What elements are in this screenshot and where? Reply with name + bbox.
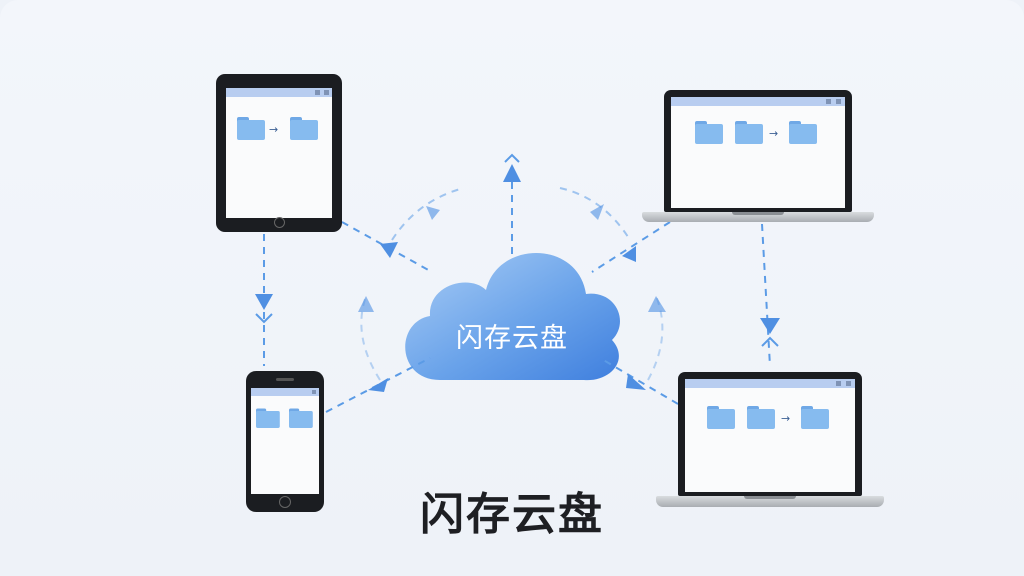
window-titlebar bbox=[226, 88, 332, 97]
arrowhead-icon bbox=[503, 164, 521, 182]
window-titlebar bbox=[685, 379, 855, 388]
sync-arc-upper-right bbox=[559, 187, 631, 241]
cloud-label: 闪存云盘 bbox=[456, 323, 568, 354]
chevron-icon bbox=[761, 336, 779, 347]
arrowhead-icon bbox=[358, 296, 374, 312]
folder-icon bbox=[256, 408, 280, 428]
cloud-icon bbox=[405, 252, 620, 381]
chevron-up-icon bbox=[504, 153, 520, 163]
tablet-device: → bbox=[216, 74, 342, 232]
arrowhead-icon bbox=[760, 318, 780, 334]
folder-icon bbox=[695, 121, 723, 144]
smartphone-device bbox=[246, 371, 324, 512]
window-control-icon bbox=[312, 390, 316, 394]
arrowhead-icon bbox=[380, 242, 398, 258]
home-button bbox=[274, 217, 285, 228]
folder-icon bbox=[789, 121, 817, 144]
arrowhead-icon bbox=[648, 296, 666, 312]
folder-icon bbox=[237, 117, 265, 140]
window-control-icon bbox=[836, 99, 841, 104]
arrowhead-icon bbox=[426, 206, 440, 220]
right-arrow-icon: → bbox=[781, 412, 791, 425]
right-arrow-icon: → bbox=[269, 123, 279, 136]
laptop-device-top: → bbox=[642, 90, 874, 224]
window-control-icon bbox=[324, 90, 329, 95]
window-control-icon bbox=[826, 99, 831, 104]
sync-path-laptop-top-bottom bbox=[761, 223, 771, 367]
arrowhead-icon bbox=[622, 246, 636, 262]
arrowhead-icon bbox=[590, 204, 604, 220]
arrowhead-icon bbox=[368, 378, 388, 392]
right-arrow-icon: → bbox=[769, 127, 779, 140]
folder-icon bbox=[707, 406, 735, 429]
window-titlebar bbox=[671, 97, 845, 106]
laptop-notch bbox=[744, 496, 796, 499]
tablet-screen: → bbox=[226, 88, 332, 218]
laptop-screen: → bbox=[671, 97, 845, 208]
folder-icon bbox=[747, 406, 775, 429]
laptop-lid: → bbox=[678, 372, 862, 496]
diagram-caption: 闪存云盘 bbox=[420, 489, 604, 540]
folder-icon bbox=[290, 117, 318, 140]
window-control-icon bbox=[836, 381, 841, 386]
chevron-icon bbox=[255, 313, 273, 324]
sync-arc-upper-left bbox=[391, 187, 465, 241]
laptop-device-bottom: → bbox=[656, 372, 884, 510]
laptop-screen: → bbox=[685, 379, 855, 492]
sync-path-laptop-bottom-cloud bbox=[599, 357, 679, 405]
laptop-base bbox=[642, 212, 874, 222]
window-control-icon bbox=[846, 381, 851, 386]
arrowhead-icon bbox=[255, 294, 273, 310]
sync-path-tablet-cloud bbox=[341, 221, 433, 273]
speaker-grille bbox=[276, 378, 294, 381]
home-button bbox=[279, 496, 291, 508]
sync-path-laptop-top-cloud bbox=[591, 221, 671, 273]
laptop-base bbox=[656, 496, 884, 507]
arrowhead-icon bbox=[626, 374, 646, 390]
folder-icon bbox=[289, 408, 313, 428]
window-control-icon bbox=[315, 90, 320, 95]
laptop-lid: → bbox=[664, 90, 852, 212]
smartphone-screen bbox=[251, 388, 319, 494]
window-titlebar bbox=[251, 388, 319, 396]
laptop-notch bbox=[732, 212, 784, 215]
folder-icon bbox=[801, 406, 829, 429]
folder-icon bbox=[735, 121, 763, 144]
